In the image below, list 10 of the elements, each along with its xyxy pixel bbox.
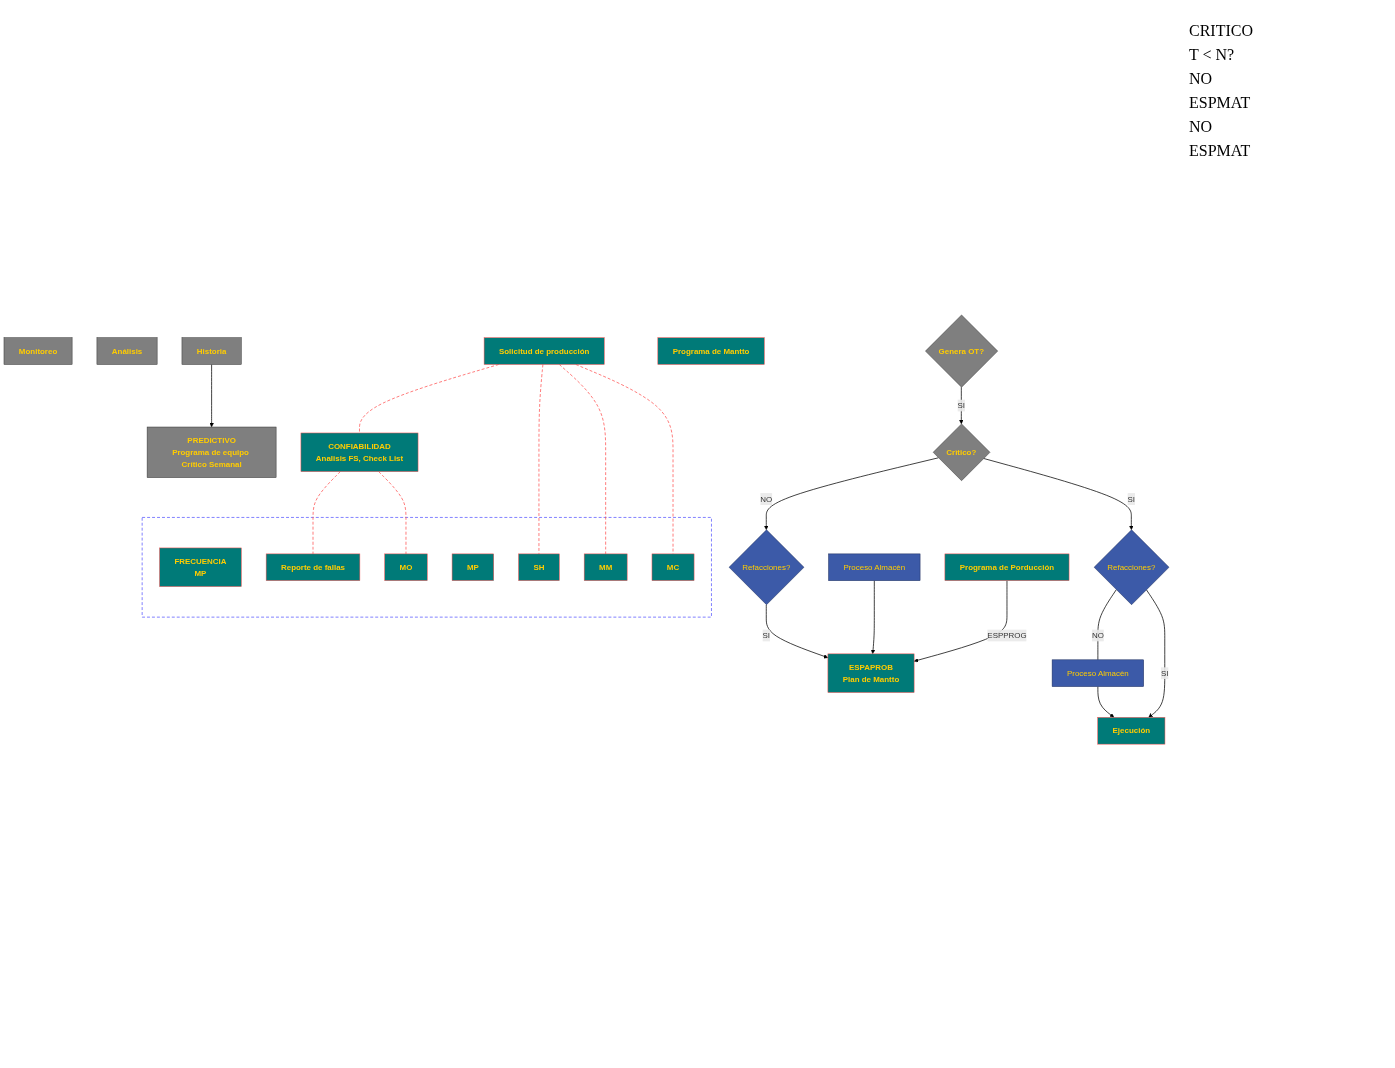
- connector: [558, 364, 607, 555]
- note-label: ESPMAT: [1189, 142, 1252, 160]
- note-label: T < N?: [1189, 46, 1236, 64]
- note-label: ESPMAT: [1189, 94, 1252, 112]
- note-label: NO: [1189, 70, 1214, 88]
- connector: [575, 364, 674, 555]
- cluster: [141, 517, 712, 618]
- note-label: NO: [1189, 118, 1214, 136]
- note-label: CRITICO: [1189, 22, 1254, 40]
- connector: [1097, 589, 1117, 661]
